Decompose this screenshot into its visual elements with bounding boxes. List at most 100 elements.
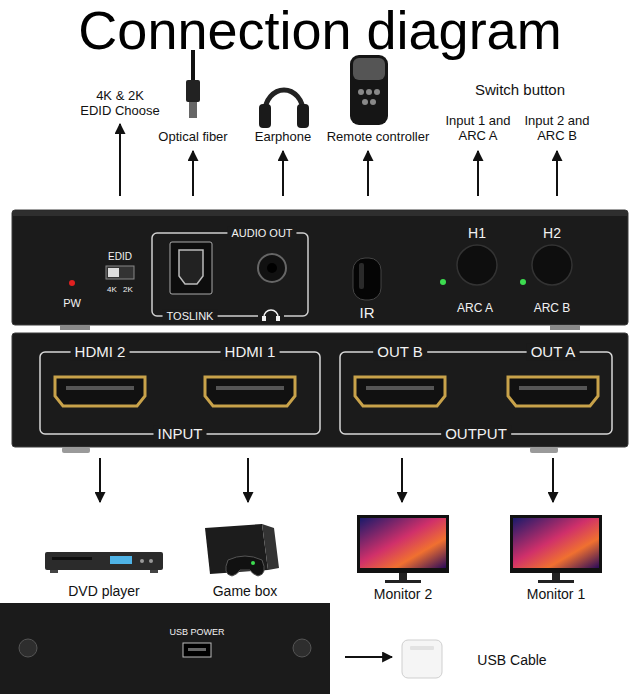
- remote-icon: [350, 55, 388, 125]
- audio-out-frame: AUDIO OUTTOSLINK: [152, 233, 308, 316]
- game-console-icon: [262, 524, 279, 570]
- remote-icon: [374, 89, 380, 95]
- led-label: PW: [63, 297, 81, 310]
- game-console-icon: [205, 524, 279, 576]
- front-panel-body: [550, 325, 580, 330]
- headphone-icon: [259, 90, 309, 128]
- callout-label: Optical fiber: [158, 130, 227, 145]
- front-panel-body: [13, 211, 627, 216]
- dvd-player-icon: [45, 552, 163, 573]
- game-console-icon: [251, 561, 255, 565]
- switch-button: [457, 245, 497, 285]
- usb-port: [183, 643, 211, 657]
- front-panel-body: [12, 210, 628, 330]
- usb-side-panel: USB POWER: [0, 603, 330, 694]
- remote-icon: [362, 99, 368, 105]
- leader-arrow: [552, 458, 554, 502]
- headphone-symbol: [276, 316, 280, 321]
- usb-adapter-icon: [402, 640, 442, 678]
- switch-button: [457, 245, 572, 285]
- output-frame: OUT BOUT AOUTPUT: [340, 352, 612, 434]
- optical-cable-icon: [186, 50, 200, 118]
- monitor-icon: [552, 573, 560, 580]
- remote-icon: [370, 99, 376, 105]
- monitor-icon: [399, 573, 407, 580]
- port-label: IR: [360, 304, 375, 321]
- frame-label: INPUT: [154, 425, 207, 442]
- headphone-symbol: [258, 309, 284, 323]
- headphone-icon: [297, 104, 309, 128]
- ir-window: [353, 258, 381, 300]
- led-label: ARC A: [457, 302, 493, 316]
- hdmi-port: [66, 386, 134, 390]
- port-frame-line: [40, 352, 320, 434]
- callout-label: 4K & 2K EDID Choose: [80, 89, 160, 119]
- callout-label: Remote controller: [327, 130, 430, 145]
- leader-arrow: [345, 656, 392, 658]
- front-panel-body: [12, 210, 628, 325]
- input-frame: HDMI 2HDMI 1INPUT: [40, 352, 320, 434]
- dvd-player-icon: [52, 557, 92, 560]
- game-console-icon: [226, 556, 265, 576]
- switch-button: [532, 245, 572, 285]
- port-label: OUT B: [373, 343, 427, 360]
- leader-arrow: [282, 151, 284, 196]
- hdmi-port: [205, 377, 295, 406]
- usb-side-panel-body: [19, 639, 37, 657]
- hdmi-port: [519, 386, 587, 390]
- leader-arrow: [192, 151, 194, 196]
- monitor-icon: [360, 518, 446, 568]
- status-led: [440, 279, 526, 285]
- device-label: DVD player: [68, 583, 140, 599]
- port-label: OUT A: [527, 343, 580, 360]
- port-label: HDMI 1: [221, 343, 280, 360]
- device-label: Monitor 2: [374, 586, 432, 602]
- callout-label: Input 2 and ARC B: [517, 114, 597, 144]
- monitor-icon: [385, 580, 421, 583]
- headphone-icon: [259, 104, 271, 128]
- headphone-jack: [258, 254, 286, 282]
- device-label: Monitor 1: [527, 586, 585, 602]
- status-led: [520, 279, 526, 285]
- status-led: [440, 279, 446, 285]
- usb-side-panel-body: [293, 639, 311, 657]
- usb-adapter-icon: [410, 646, 434, 650]
- remote-icon: [350, 55, 388, 125]
- hdmi-port: [355, 377, 445, 406]
- leader-arrow: [401, 458, 403, 502]
- edid-switch: [108, 268, 119, 277]
- headphone-symbol: [264, 310, 278, 320]
- audio-out-frame-line: [152, 233, 308, 316]
- device-label: USB Cable: [477, 652, 546, 668]
- leader-arrow: [119, 124, 121, 196]
- hdmi-port: [55, 377, 145, 406]
- leader-arrow: [99, 458, 101, 502]
- leader-arrow: [367, 151, 369, 196]
- hdmi-port: [55, 377, 598, 406]
- frame-label: OUTPUT: [441, 425, 511, 442]
- port-frame-line: [340, 352, 612, 434]
- led-label: ARC B: [534, 302, 571, 316]
- optical-cable-icon: [186, 80, 200, 102]
- monitor-icon: [357, 515, 602, 583]
- monitor-icon: [510, 515, 602, 573]
- back-panel-body: [62, 447, 90, 453]
- front-panel-body: [60, 325, 90, 330]
- usb-side-panel-body: [0, 603, 330, 694]
- front-panel: PWEDID4K2KIRH1ARC AH2ARC BAUDIO OUTTOSLI…: [12, 210, 628, 325]
- dvd-player-icon: [140, 559, 144, 563]
- headphone-symbol: [262, 316, 266, 321]
- dvd-player-icon: [110, 556, 132, 564]
- toslink-port: [179, 250, 203, 284]
- optical-cable-icon: [189, 102, 197, 118]
- usb-adapter-icon: [402, 640, 442, 678]
- diagram-title: Connection diagram: [78, 3, 561, 57]
- usb-port: [183, 643, 211, 657]
- switch-position: 4K: [107, 285, 117, 294]
- dvd-player-icon: [150, 570, 158, 573]
- remote-icon: [353, 58, 385, 80]
- leader-arrow: [247, 458, 249, 502]
- usb-side-panel-body: [0, 603, 330, 694]
- monitor-icon: [357, 515, 449, 573]
- power-led: [69, 280, 75, 286]
